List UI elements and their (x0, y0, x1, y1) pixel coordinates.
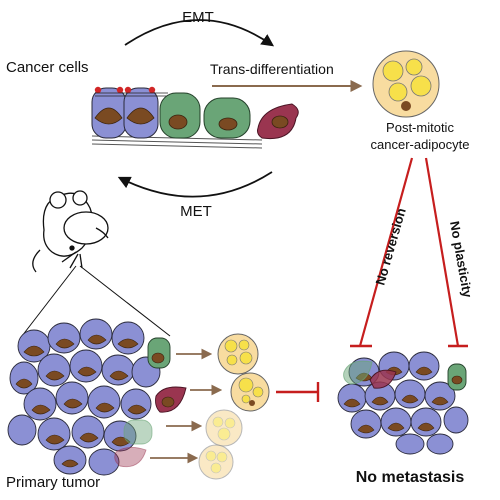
met-arrow (117, 171, 273, 198)
mouse-zoom-line-left (21, 265, 77, 337)
small-adipocyte (217, 333, 259, 375)
epithelial-cell (123, 87, 159, 139)
cancer-adipocyte-label: cancer-adipocyte (371, 137, 470, 152)
metastasis-cluster (337, 351, 469, 455)
primary-tumor-cluster (7, 318, 187, 476)
mouse-illustration (32, 190, 109, 273)
mesenchymal-cell (159, 92, 201, 139)
trans-differentiation-label: Trans-differentiation (210, 61, 334, 77)
no-metastasis-label: No metastasis (356, 469, 465, 486)
cancer-cells-label: Cancer cells (6, 59, 89, 76)
mesenchymal-cell (203, 97, 251, 139)
small-adipocyte (198, 444, 234, 480)
cancer-adipocyte (372, 50, 440, 118)
post-mitotic-label: Post-mitotic (386, 120, 454, 135)
no-plasticity-inhibition-line (424, 157, 460, 347)
emt-label: EMT (182, 9, 214, 26)
no-plasticity-label: No plasticity (447, 220, 475, 299)
no-reversion-inhibition-line (358, 157, 414, 347)
cell-junction-markers (94, 86, 168, 97)
primary-tumor-label: Primary tumor (6, 474, 100, 491)
no-reversion-label: No reversion (372, 206, 408, 287)
epithelium-cell-row (91, 86, 299, 149)
small-adipocyte (230, 372, 270, 412)
met-label: MET (180, 203, 212, 220)
small-adipocyte (205, 409, 243, 447)
epithelial-cell (91, 87, 127, 139)
emt-arrow (124, 19, 275, 47)
migratory-cell (257, 103, 299, 140)
mouse-zoom-line-right (79, 265, 171, 337)
